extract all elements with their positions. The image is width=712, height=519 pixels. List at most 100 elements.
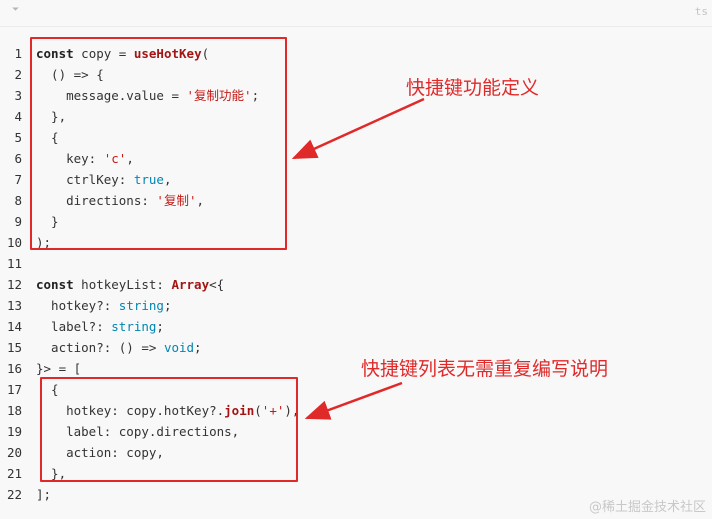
code-token: true xyxy=(133,172,164,187)
code-token: } xyxy=(36,214,59,229)
annotation-hotkey-list: 快捷键列表无需重复编写说明 xyxy=(361,358,609,380)
code-token: ]; xyxy=(36,487,52,502)
code-text: }> = [ xyxy=(36,358,81,379)
code-token: '复制功能' xyxy=(186,88,252,103)
code-token: () => { xyxy=(36,67,104,82)
code-token: action?: () => xyxy=(36,340,164,355)
code-line: 7 ctrlKey: true, xyxy=(0,169,712,190)
code-block-header: ⏷ ts xyxy=(0,0,712,27)
code-text: const copy = useHotKey( xyxy=(36,43,209,64)
line-number: 13 xyxy=(6,298,22,313)
code-line: 21 }, xyxy=(0,463,712,484)
code-text: label?: string; xyxy=(36,316,164,337)
highlight-box-hotkey-definition xyxy=(30,37,287,250)
code-text: }, xyxy=(36,463,66,484)
code-line: 6 key: 'c', xyxy=(0,148,712,169)
code-line: 2 () => { xyxy=(0,64,712,85)
code-token: hotkeyList: xyxy=(73,277,172,292)
line-number: 20 xyxy=(6,445,22,460)
code-token: }, xyxy=(36,466,67,481)
arrow-to-list xyxy=(304,381,403,420)
line-number: 18 xyxy=(6,403,22,418)
line-number: 10 xyxy=(6,235,22,250)
line-number: 3 xyxy=(14,88,22,103)
code-line: 15 action?: () => void; xyxy=(0,337,712,358)
code-token: 'c' xyxy=(103,151,127,166)
code-text: hotkey?: string; xyxy=(36,295,171,316)
code-line: 10); xyxy=(0,232,712,253)
code-token: message.value = xyxy=(36,88,187,103)
code-text: hotkey: copy.hotKey?.join('+'), xyxy=(36,400,299,421)
watermark: @稀土掘金技术社区 xyxy=(588,500,706,515)
line-number: 5 xyxy=(14,130,22,145)
code-token: string xyxy=(111,319,157,334)
code-line: 3 message.value = '复制功能'; xyxy=(0,85,712,106)
code-token: useHotKey xyxy=(133,46,202,61)
language-label: ts xyxy=(694,5,708,18)
code-token: hotkey?: xyxy=(36,298,119,313)
code-text: { xyxy=(36,127,59,148)
code-token: ( xyxy=(254,403,262,418)
code-token: '复制' xyxy=(156,193,197,208)
code-text: ]; xyxy=(36,484,51,505)
code-token: '+' xyxy=(261,403,285,418)
code-text: { xyxy=(36,379,59,400)
code-line: 20 action: copy, xyxy=(0,442,712,463)
code-text: } xyxy=(36,211,59,232)
code-token: <{ xyxy=(209,277,225,292)
line-number: 22 xyxy=(6,487,22,502)
code-line: 4 }, xyxy=(0,106,712,127)
line-number: 7 xyxy=(14,172,22,187)
code-text: key: 'c', xyxy=(36,148,134,169)
code-token: }, xyxy=(36,109,67,124)
code-line: 8 directions: '复制', xyxy=(0,190,712,211)
code-line: 22]; xyxy=(0,484,712,505)
line-number: 17 xyxy=(6,382,22,397)
code-token: ctrlKey: xyxy=(36,172,134,187)
code-text: ); xyxy=(36,232,51,253)
code-token: hotkey: copy.hotKey?. xyxy=(36,403,225,418)
code-line: 5 { xyxy=(0,127,712,148)
code-line: 9 } xyxy=(0,211,712,232)
code-token: , xyxy=(163,172,172,187)
highlight-box-hotkey-list xyxy=(40,377,298,482)
code-token: ), xyxy=(284,403,300,418)
code-text: ctrlKey: true, xyxy=(36,169,171,190)
code-token: const xyxy=(36,46,74,61)
annotation-hotkey-definition: 快捷键功能定义 xyxy=(406,77,540,99)
code-token: , xyxy=(126,151,134,166)
line-number: 16 xyxy=(6,361,22,376)
code-text: label: copy.directions, xyxy=(36,421,239,442)
collapse-icon[interactable]: ⏷ xyxy=(12,5,20,15)
line-number: 9 xyxy=(14,214,22,229)
code-line: 19 label: copy.directions, xyxy=(0,421,712,442)
code-line: 17 { xyxy=(0,379,712,400)
line-number: 6 xyxy=(14,151,22,166)
line-number: 2 xyxy=(14,67,22,82)
code-line: 13 hotkey?: string; xyxy=(0,295,712,316)
code-token: label: copy.directions, xyxy=(36,424,240,439)
code-token: join xyxy=(224,403,255,418)
code-line: 14 label?: string; xyxy=(0,316,712,337)
code-token: label?: xyxy=(36,319,112,334)
code-text: message.value = '复制功能'; xyxy=(36,85,259,106)
code-token: key: xyxy=(36,151,104,166)
line-number: 15 xyxy=(6,340,22,355)
code-token: action: copy, xyxy=(36,445,164,460)
code-line: 18 hotkey: copy.hotKey?.join('+'), xyxy=(0,400,712,421)
arrow-to-definition xyxy=(291,97,425,160)
code-token: { xyxy=(36,130,59,145)
code-text: directions: '复制', xyxy=(36,190,204,211)
line-number: 4 xyxy=(14,109,22,124)
line-number: 14 xyxy=(6,319,22,334)
line-number: 21 xyxy=(6,466,22,481)
code-token: ; xyxy=(163,298,172,313)
line-number: 8 xyxy=(14,193,22,208)
code-token: ; xyxy=(251,88,260,103)
code-text: action: copy, xyxy=(36,442,164,463)
code-text: const hotkeyList: Array<{ xyxy=(36,274,224,295)
code-token: ( xyxy=(201,46,210,61)
code-line: 16 }> = [ xyxy=(0,358,712,379)
